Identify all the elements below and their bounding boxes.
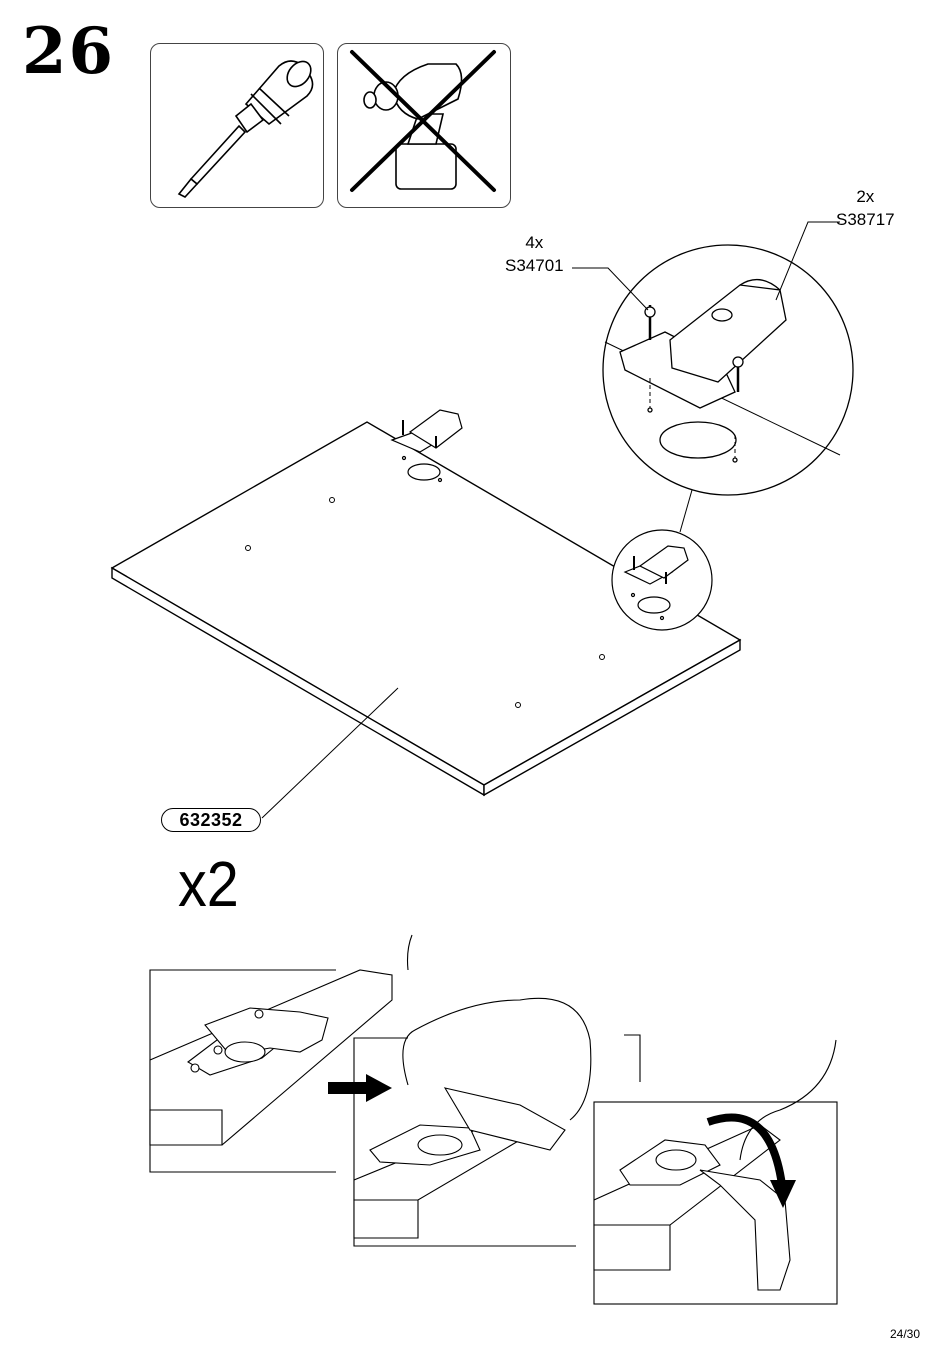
hinge-code: S38717 bbox=[836, 209, 895, 232]
detail-circle-large bbox=[603, 245, 853, 495]
instruction-frame-1 bbox=[150, 970, 392, 1172]
detail-circle-small bbox=[612, 530, 712, 630]
repeat-count: x2 bbox=[178, 852, 239, 916]
hinge-qty: 2x bbox=[836, 186, 895, 209]
hinge-part-label: 2x S38717 bbox=[836, 186, 895, 232]
screw-code: S34701 bbox=[505, 255, 564, 278]
instruction-frame-3 bbox=[594, 1040, 837, 1304]
panel-part-id: 632352 bbox=[161, 808, 261, 832]
push-arrow-icon bbox=[328, 1074, 392, 1102]
screw-qty: 4x bbox=[505, 232, 564, 255]
screw-part-label: 4x S34701 bbox=[505, 232, 564, 278]
page-number: 24/30 bbox=[890, 1327, 920, 1341]
